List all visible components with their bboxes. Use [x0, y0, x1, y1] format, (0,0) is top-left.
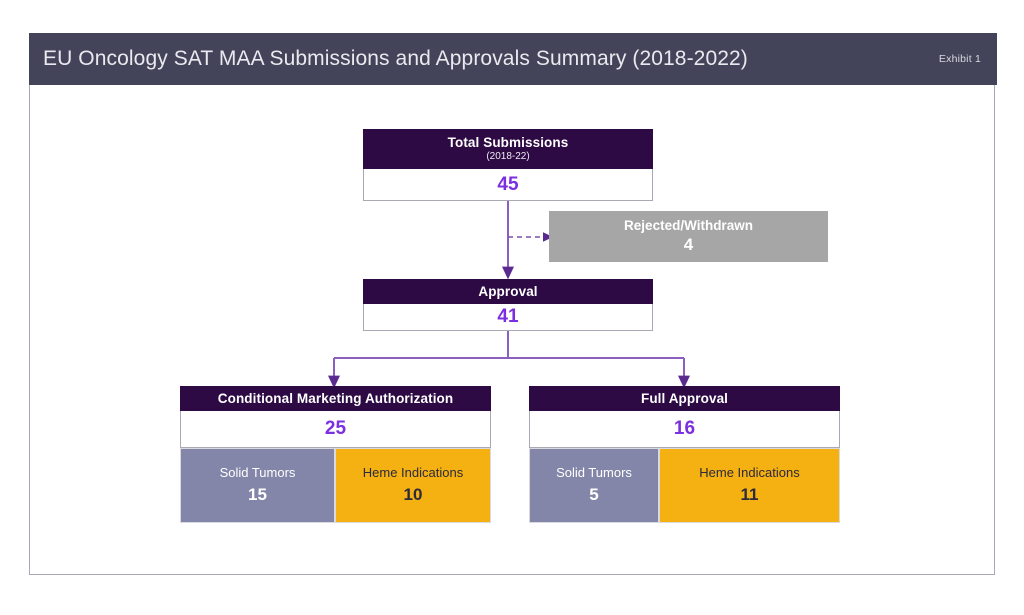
- cma-solid-tumors-label: Solid Tumors: [219, 465, 296, 481]
- page-title: EU Oncology SAT MAA Submissions and Appr…: [43, 47, 748, 70]
- cma-heme-indications-cell: Heme Indications 10: [335, 448, 491, 523]
- full-approval-heme-indications-label: Heme Indications: [699, 465, 800, 481]
- exhibit-label: Exhibit 1: [938, 53, 981, 65]
- node-full-approval-value: 16: [529, 411, 840, 448]
- node-cma-breakdown: Solid Tumors 15 Heme Indications 10: [180, 448, 491, 523]
- node-rejected-withdrawn-value: 4: [683, 234, 694, 254]
- node-approval-title: Approval: [478, 283, 538, 299]
- full-approval-heme-indications-value: 11: [740, 484, 759, 504]
- node-cma-value: 25: [180, 411, 491, 448]
- cma-heme-indications-value: 10: [403, 484, 423, 504]
- node-full-approval-header: Full Approval: [529, 386, 840, 411]
- cma-solid-tumors-value: 15: [248, 484, 267, 504]
- node-total-submissions-header: Total Submissions (2018-22): [363, 129, 653, 169]
- node-approval-header: Approval: [363, 279, 653, 304]
- node-full-approval-title: Full Approval: [640, 390, 729, 406]
- node-cma-title: Conditional Marketing Authorization: [217, 390, 454, 406]
- node-rejected-withdrawn: Rejected/Withdrawn 4: [549, 211, 828, 262]
- full-approval-solid-tumors-cell: Solid Tumors 5: [529, 448, 659, 523]
- node-approval-value: 41: [363, 304, 653, 331]
- node-rejected-withdrawn-title: Rejected/Withdrawn: [624, 217, 753, 233]
- node-total-submissions-subtitle: (2018-22): [486, 151, 530, 163]
- node-cma-header: Conditional Marketing Authorization: [180, 386, 491, 411]
- node-total-submissions-title: Total Submissions: [447, 134, 569, 150]
- full-approval-heme-indications-cell: Heme Indications 11: [659, 448, 840, 523]
- cma-solid-tumors-cell: Solid Tumors 15: [180, 448, 335, 523]
- full-approval-solid-tumors-value: 5: [589, 484, 599, 504]
- node-total-submissions-value: 45: [363, 169, 653, 201]
- node-full-approval-breakdown: Solid Tumors 5 Heme Indications 11: [529, 448, 840, 523]
- cma-heme-indications-label: Heme Indications: [362, 465, 464, 481]
- full-approval-solid-tumors-label: Solid Tumors: [556, 465, 632, 481]
- header-bar: EU Oncology SAT MAA Submissions and Appr…: [29, 33, 997, 85]
